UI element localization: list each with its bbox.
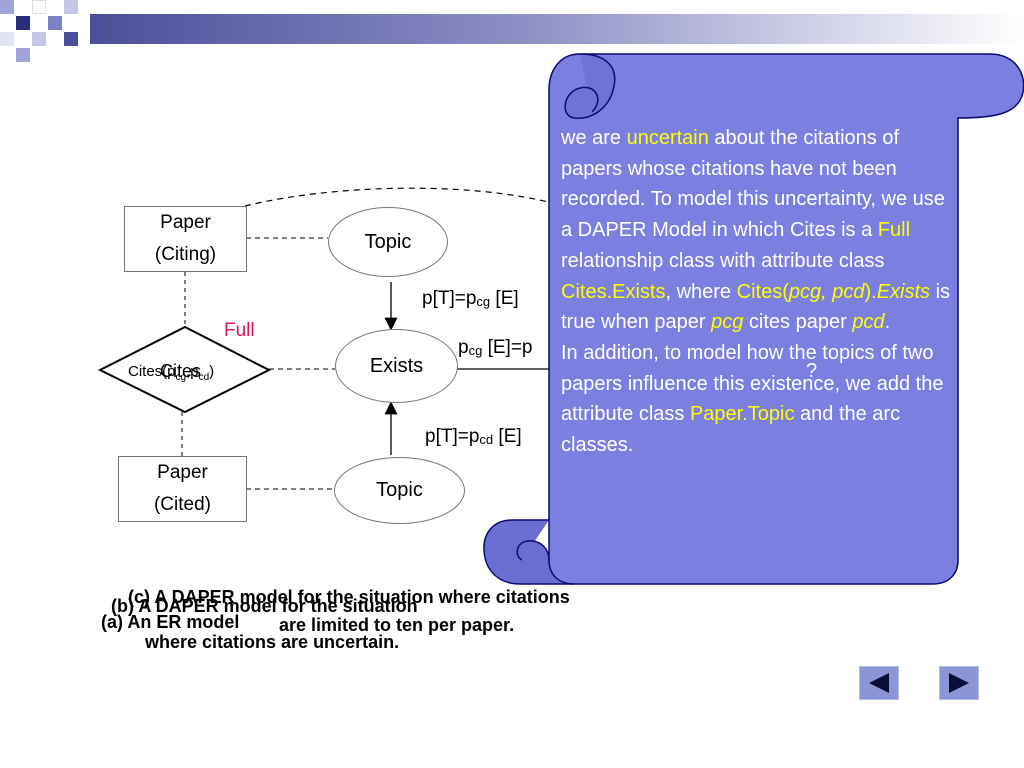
corner-square-1 (0, 0, 14, 14)
triangle-left-icon (869, 673, 889, 693)
edge-right-post: [E]=p (482, 337, 533, 358)
paper-citing-line1: Paper (160, 212, 211, 233)
scroll-t1: we are (561, 127, 627, 149)
cites-label-b: Cites(pcg,pcd) (128, 363, 214, 383)
scroll-hl-exists: Exists (876, 280, 931, 303)
topic-bottom-label: Topic (376, 479, 423, 501)
scroll-hl-cites-open: Cites( (736, 280, 789, 303)
scroll-t7: , where (665, 280, 737, 303)
edge-label-right: pcg [E]=p (458, 337, 532, 359)
edge-right-sub: cg (468, 343, 483, 358)
paper-cited-line1: Paper (157, 462, 208, 483)
corner-square-6 (64, 32, 78, 46)
corner-square-9 (0, 32, 14, 46)
edge-bottom-pre: p[T]=p (425, 426, 480, 447)
edge-bottom-post: [E] (493, 426, 522, 447)
cites-b-mid: ,p (186, 363, 199, 380)
caption-c-line2: are limited to ten per paper. (279, 615, 515, 635)
cites-diamond (97, 325, 272, 414)
caption-b-line2: where citations are uncertain. (145, 632, 400, 652)
scroll-top-curl (564, 53, 616, 119)
paper-citing-line2: (Citing) (154, 244, 217, 265)
cites-b-sub-cg: cg (175, 372, 187, 383)
scroll-t12: is true when paper (561, 280, 951, 334)
scroll-t16: . (884, 311, 891, 334)
corner-square-3 (32, 0, 46, 14)
scroll-hl-full: Full (877, 219, 911, 242)
scroll-hl-pcg: pcg (711, 311, 744, 334)
triangle-right-icon (949, 673, 969, 693)
exists-label: Exists (369, 354, 424, 377)
scroll-hl-args: pcg, pcd (788, 280, 865, 303)
scroll-t14: cites paper (743, 311, 853, 334)
cites-b-end: ) (209, 363, 215, 380)
scroll-hl-pcd: pcd (852, 311, 885, 334)
cites-b-sub-cd: cd (198, 372, 210, 383)
next-slide-button[interactable] (939, 666, 979, 700)
scroll-hl-paper-topic: Paper.Topic (689, 403, 795, 426)
paper-cited-node: Paper (Cited) (118, 456, 247, 522)
scroll-text: we are uncertain about the citations of … (561, 123, 961, 461)
dashed-arc (244, 187, 561, 207)
cites-label-a: Cites (160, 361, 202, 381)
edge-top-pre: p[T]=p (422, 288, 477, 309)
edge-top-sub: cg (476, 294, 491, 309)
paper-citing-node: Paper (Citing) (124, 206, 247, 272)
edge-label-bottom: p[T]=pcd [E] (425, 426, 522, 448)
cites-b-pre: Cites(p (128, 363, 176, 380)
scroll-t5: relationship class with attribute class (561, 249, 885, 272)
scroll-hl-close: ). (864, 280, 877, 303)
edge-top-post: [E] (490, 288, 519, 309)
edge-label-top: p[T]=pcg [E] (422, 288, 519, 310)
caption-b-line1: (b) A DAPER model for the situation (111, 596, 418, 616)
paper-cited-line2: (Cited) (153, 494, 211, 515)
topic-bottom-node: Topic (334, 457, 465, 524)
full-label: Full (224, 320, 255, 341)
exists-node: Exists (335, 329, 458, 403)
caption-c-line1: (c) A DAPER model for the situation wher… (128, 587, 570, 607)
scroll-hl-uncertain: uncertain (626, 127, 709, 149)
header-gradient-bar (90, 14, 1024, 44)
caption-a-line1: (a) An ER model (101, 612, 240, 632)
scroll-t17: In addition, to model how the topics of … (561, 341, 944, 426)
edge-right-pre: p (458, 337, 469, 358)
scroll-hl-cites-exists: Cites.Exists (561, 280, 666, 303)
corner-square-2 (16, 16, 30, 30)
scroll-bottom-curl (483, 519, 575, 585)
corner-square-7 (32, 32, 46, 46)
scroll-t3: about the citations of papers whose cita… (561, 127, 945, 242)
scroll-t19: and the arc classes. (561, 403, 901, 457)
question-mark: ? (806, 360, 818, 382)
topic-top-node: Topic (328, 207, 448, 277)
edge-bottom-sub: cd (479, 432, 494, 447)
corner-square-4 (48, 16, 62, 30)
corner-square-8 (16, 48, 30, 62)
topic-top-label: Topic (364, 230, 412, 253)
prev-slide-button[interactable] (859, 666, 899, 700)
corner-square-5 (64, 0, 78, 14)
